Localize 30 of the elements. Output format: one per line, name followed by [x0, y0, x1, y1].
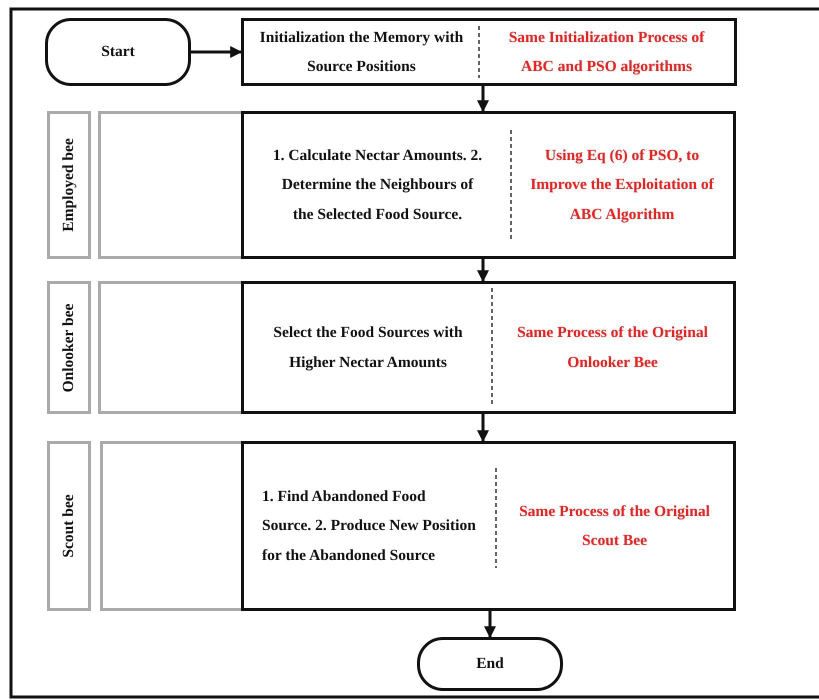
process-box — [241, 111, 736, 259]
lane-label: Employed bee — [60, 138, 78, 232]
step-text: 1. Calculate Nectar Amounts. 2. Determine the Neighbours of the Selected Food Source. — [272, 146, 484, 225]
arrow — [477, 259, 489, 282]
terminal-label: Start — [101, 43, 135, 61]
step-text: 1. Find Abandoned Food Source. 2. Produce New Position for the Abandoned Source — [262, 486, 477, 566]
terminal-box — [45, 18, 191, 86]
note-text: Same Process of the Original Scout Bee — [518, 502, 711, 551]
note-text: Same Initialization Process of ABC and PSO algorithms — [508, 28, 706, 77]
process-box — [241, 18, 737, 86]
lane-box — [98, 111, 242, 259]
note-text: Same Process of the Original Onlooker Bee — [516, 323, 709, 372]
process-box — [241, 441, 736, 611]
terminal-box — [417, 637, 563, 691]
arrow — [477, 86, 489, 112]
arrow — [477, 414, 489, 442]
lane-box — [100, 441, 242, 611]
step-text: Select the Food Sources with Higher Nectar Amounts — [272, 323, 464, 372]
lane-label: Onlooker bee — [60, 303, 78, 392]
process-box — [241, 281, 736, 414]
lane-label: Scout bee — [60, 494, 78, 558]
arrow — [484, 611, 496, 638]
lane-box — [98, 281, 242, 414]
arrow — [191, 46, 242, 58]
lane-label-box — [47, 111, 91, 259]
terminal-label: End — [476, 655, 504, 673]
lane-label-box — [47, 281, 91, 414]
note-text: Using Eq (6) of PSO, to Improve the Exploitation of ABC Algorithm — [529, 146, 715, 225]
step-text: Initialization the Memory with Source Positions — [258, 28, 464, 77]
lane-label-box — [47, 441, 91, 611]
